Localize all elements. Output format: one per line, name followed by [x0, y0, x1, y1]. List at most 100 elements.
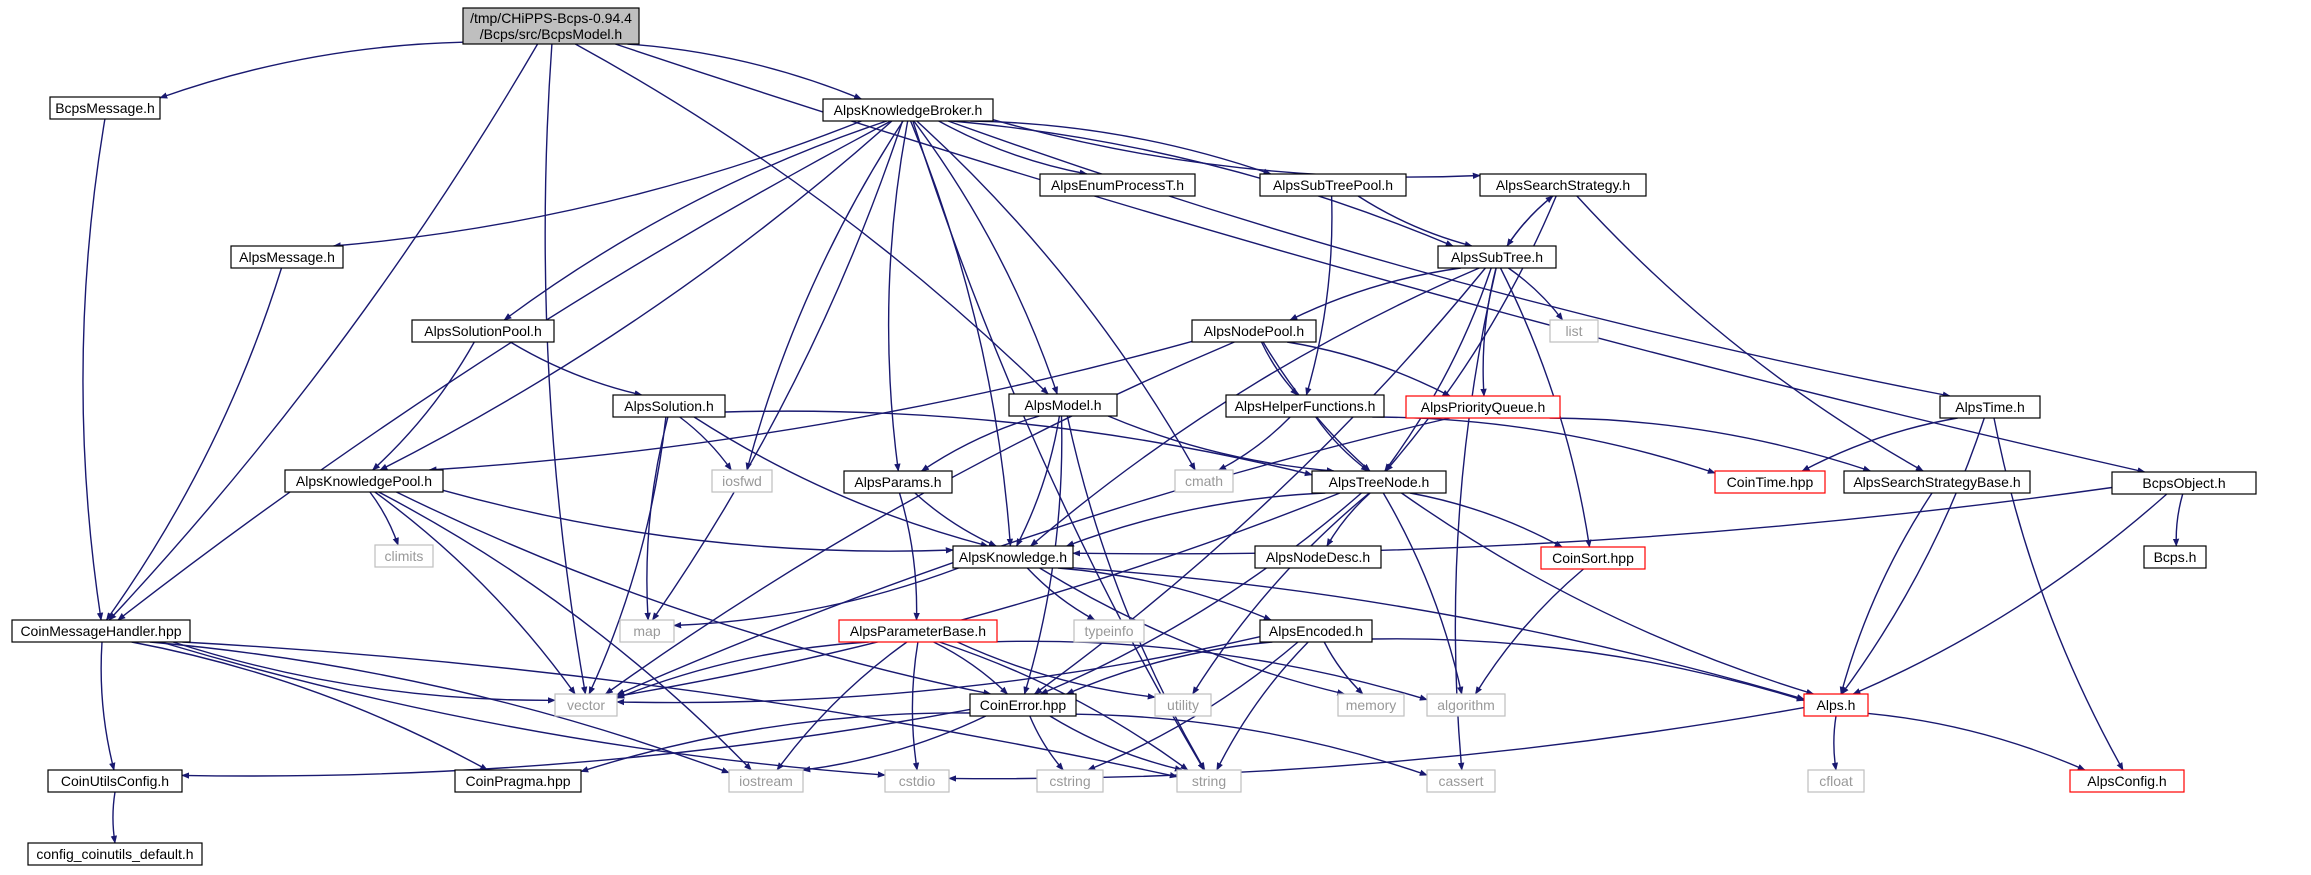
node-alps-priority-queue[interactable]: AlpsPriorityQueue.h [1405, 395, 1561, 419]
edge-root-to-vector [544, 43, 588, 695]
node-label: cstdio [899, 773, 936, 789]
edge-coin-message-handler-to-coin-utils-config [100, 641, 116, 771]
node-bcps[interactable]: Bcps.h [2143, 545, 2207, 569]
node-alps-model[interactable]: AlpsModel.h [1008, 393, 1118, 417]
edge-alps-message-to-coin-message-handler [105, 267, 283, 621]
node-coin-pragma[interactable]: CoinPragma.hpp [454, 769, 582, 793]
node-alps[interactable]: Alps.h [1803, 693, 1869, 717]
edge-alps-kb-to-alps-params [887, 120, 909, 472]
edge-alps-time-to-coin-time [1801, 417, 1958, 472]
node-alps-time[interactable]: AlpsTime.h [1939, 395, 2041, 419]
node-box [1807, 769, 1865, 793]
node-label: iosfwd [722, 473, 762, 489]
node-alps-config[interactable]: AlpsConfig.h [2069, 769, 2185, 793]
node-alps-search-strategy[interactable]: AlpsSearchStrategy.h [1479, 173, 1647, 197]
node-label: AlpsSolutionPool.h [424, 323, 542, 339]
node-box [1036, 769, 1104, 793]
node-label: memory [1346, 697, 1397, 713]
node-alps-solution-pool[interactable]: AlpsSolutionPool.h [411, 319, 555, 343]
edge-alps-tree-node-to-coin-error [1039, 492, 1362, 695]
node-bcps-object[interactable]: BcpsObject.h [2111, 471, 2257, 495]
edge-alps-tree-node-to-alps [1401, 492, 1815, 695]
node-coin-error[interactable]: CoinError.hpp [969, 693, 1077, 717]
node-memory: memory [1337, 693, 1405, 717]
node-label: AlpsSolution.h [624, 398, 714, 414]
node-alps-message[interactable]: AlpsMessage.h [230, 245, 344, 269]
node-label: cassert [1438, 773, 1483, 789]
edge-coin-sort-to-algorithm [1474, 568, 1584, 695]
node-bcps-message[interactable]: BcpsMessage.h [49, 96, 161, 120]
node-box [11, 619, 191, 643]
node-box [843, 470, 953, 494]
edge-alps-model-to-alps-tree-node [1107, 415, 1335, 474]
node-label: AlpsSearchStrategyBase.h [1853, 474, 2020, 490]
node-alps-node-pool[interactable]: AlpsNodePool.h [1191, 319, 1317, 343]
node-box [27, 842, 203, 866]
node-label: AlpsTime.h [1955, 399, 2025, 415]
edge-alps-solution-to-iosfwd [679, 416, 732, 471]
edge-alps-knowledge-pool-to-coin-error [396, 491, 992, 696]
node-label: CoinUtilsConfig.h [61, 773, 169, 789]
node-box [1437, 245, 1557, 269]
edge-alps-parameter-base-to-algorithm [996, 640, 1428, 701]
node-box [1426, 693, 1506, 717]
node-alps-sub-tree-pool[interactable]: AlpsSubTreePool.h [1259, 173, 1407, 197]
node-box [2069, 769, 2185, 793]
node-label: vector [567, 697, 605, 713]
node-coin-time[interactable]: CoinTime.hpp [1714, 470, 1826, 494]
node-box [49, 96, 161, 120]
node-alps-search-strategy-base[interactable]: AlpsSearchStrategyBase.h [1843, 470, 2031, 494]
node-alps-enum[interactable]: AlpsEnumProcessT.h [1039, 173, 1196, 197]
edge-coin-error-to-iostream [802, 715, 987, 773]
edge-coin-error-to-cstring [1029, 715, 1064, 771]
node-root[interactable]: /tmp/CHiPPS-Bcps-0.94.4/Bcps/src/BcpsMod… [462, 7, 640, 45]
node-alps-tree-node[interactable]: AlpsTreeNode.h [1311, 470, 1447, 494]
node-label: AlpsSubTree.h [1451, 249, 1543, 265]
edge-coin-utils-config-to-config-coinutils [110, 791, 118, 844]
node-iostream: iostream [728, 769, 804, 793]
node-box [1254, 545, 1382, 569]
node-box [1073, 619, 1145, 643]
node-label: AlpsSearchStrategy.h [1496, 177, 1630, 193]
node-label: AlpsMessage.h [239, 249, 335, 265]
node-box [1549, 319, 1599, 343]
edge-alps-sub-tree-to-list [1508, 267, 1564, 321]
node-alps-helper-functions[interactable]: AlpsHelperFunctions.h [1225, 394, 1385, 418]
node-label: cmath [1185, 473, 1223, 489]
node-alps-kb[interactable]: AlpsKnowledgeBroker.h [822, 98, 994, 122]
edge-alps-search-strategy-to-alps-search-strategy-base [1576, 195, 1924, 472]
edge-alps-kb-to-string [912, 120, 1205, 771]
edge-alps-node-pool-to-alps-helper-functions [1260, 341, 1299, 396]
node-alps-params[interactable]: AlpsParams.h [843, 470, 953, 494]
node-box [554, 693, 618, 717]
node-label: AlpsNodeDesc.h [1266, 549, 1370, 565]
node-box [1311, 470, 1447, 494]
node-alps-encoded[interactable]: AlpsEncoded.h [1259, 619, 1373, 643]
edge-alps-encoded-to-alps [1371, 638, 1805, 702]
node-label: AlpsModel.h [1024, 397, 1101, 413]
node-alps-solution[interactable]: AlpsSolution.h [612, 394, 726, 418]
node-alps-sub-tree[interactable]: AlpsSubTree.h [1437, 245, 1557, 269]
node-alps-knowledge-pool[interactable]: AlpsKnowledgePool.h [284, 469, 444, 493]
node-coin-sort[interactable]: CoinSort.hpp [1540, 546, 1646, 570]
edge-alps-solution-to-alps-knowledge [693, 416, 989, 548]
node-coin-utils-config[interactable]: CoinUtilsConfig.h [47, 769, 183, 793]
edge-alps-tree-node-to-coin-sort [1409, 492, 1563, 548]
node-config-coinutils[interactable]: config_coinutils_default.h [27, 842, 203, 866]
node-alps-knowledge[interactable]: AlpsKnowledge.h [952, 545, 1074, 569]
node-box [822, 98, 994, 122]
edge-alps-kb-to-alps-search-strategy [992, 119, 1481, 180]
node-alps-node-desc[interactable]: AlpsNodeDesc.h [1254, 545, 1382, 569]
edge-alps-priority-queue-to-vector [616, 417, 1451, 696]
edge-alps-solution-pool-to-alps-knowledge-pool [372, 341, 475, 471]
node-label: AlpsEncoded.h [1269, 623, 1363, 639]
node-alps-parameter-base[interactable]: AlpsParameterBase.h [838, 619, 998, 643]
edge-alps-kb-to-alps-solution-pool [503, 120, 888, 321]
node-label: Bcps.h [2154, 549, 2197, 565]
node-coin-message-handler[interactable]: CoinMessageHandler.hpp [11, 619, 191, 643]
node-box [1176, 769, 1242, 793]
node-cassert: cassert [1426, 769, 1496, 793]
edge-alps-kb-to-alps-enum [938, 120, 1088, 176]
node-box [1540, 546, 1646, 570]
